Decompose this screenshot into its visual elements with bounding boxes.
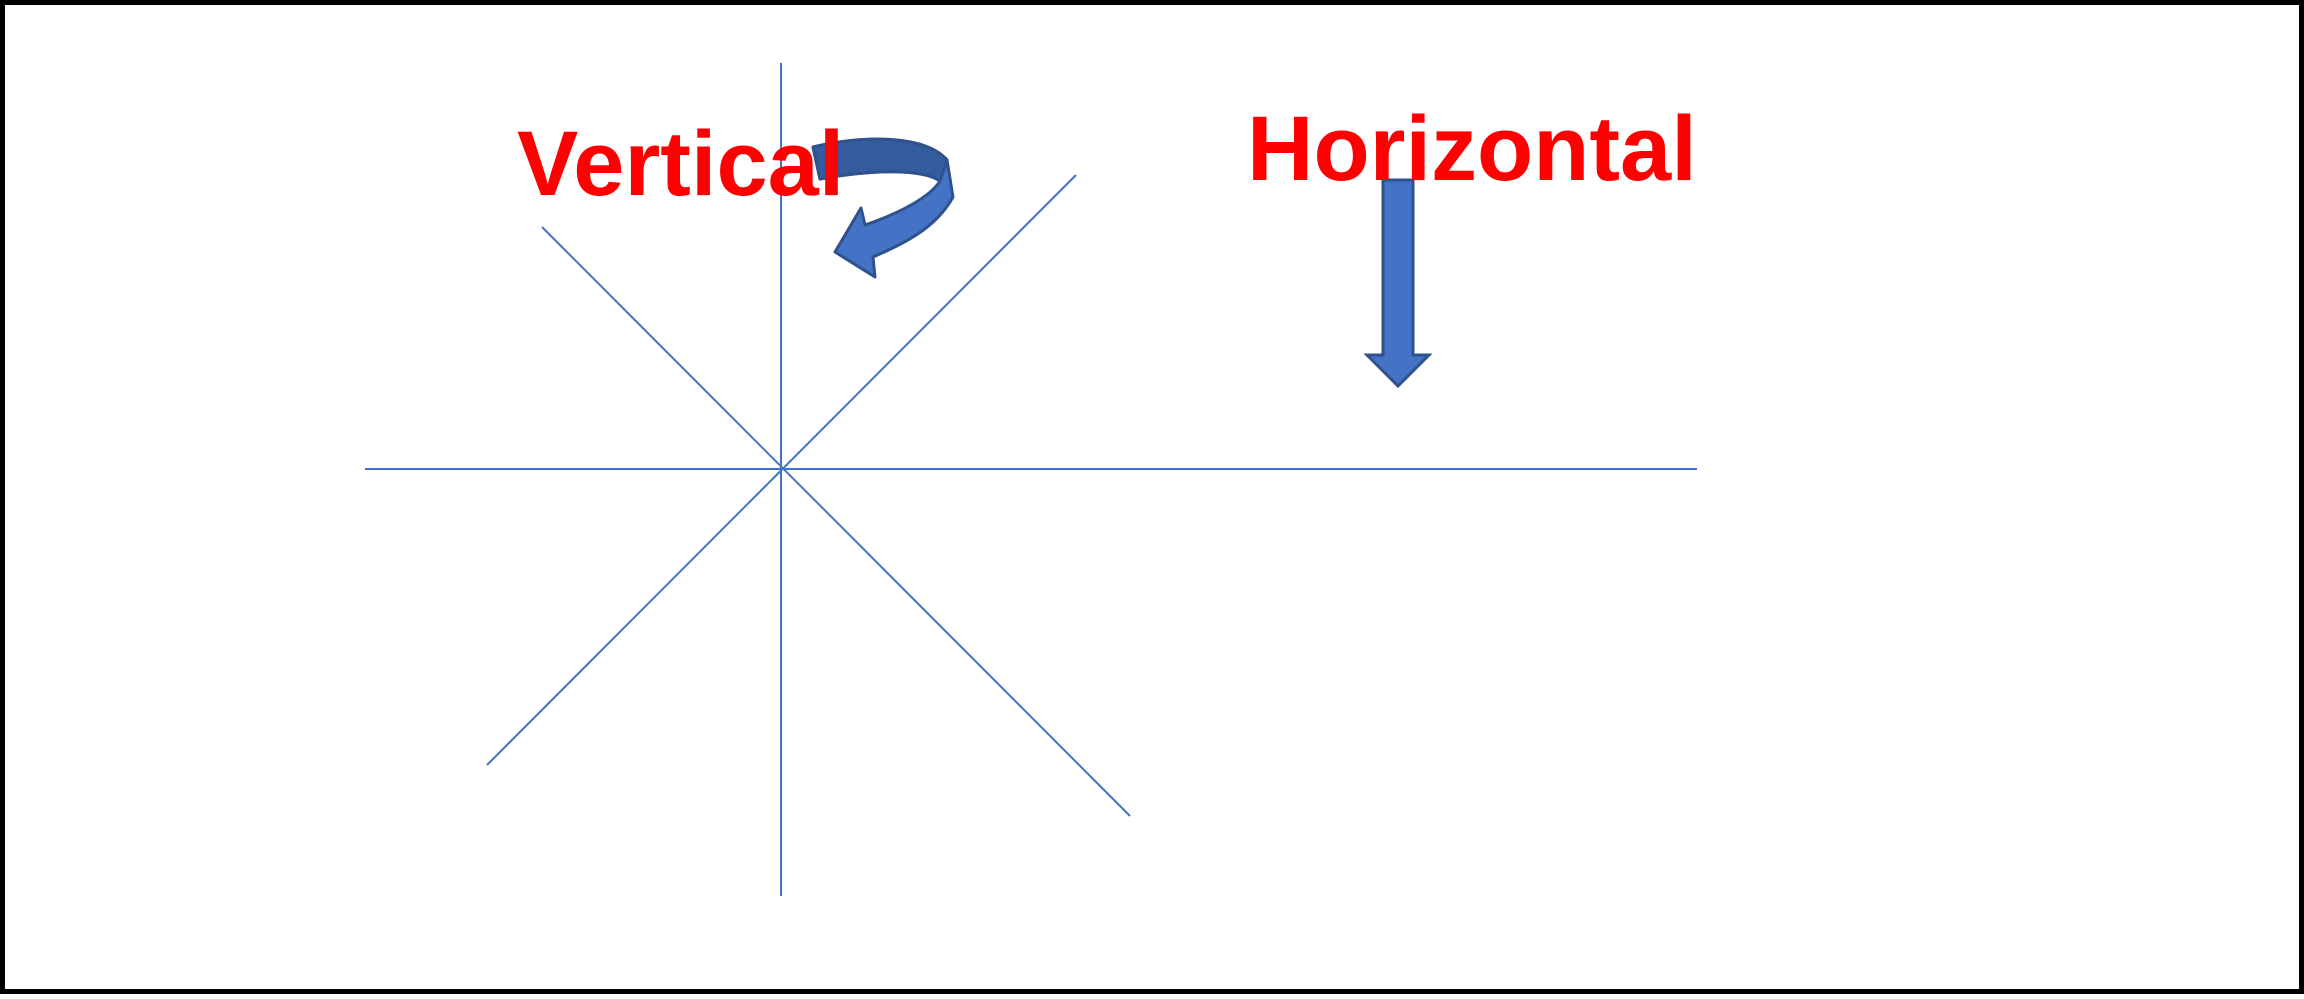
axes-diagram xyxy=(365,63,1697,896)
curved-arrow-icon xyxy=(811,137,955,279)
vertical-label: Vertical xyxy=(517,113,845,215)
diagonal-line-rising xyxy=(486,174,1077,766)
horizontal-label: Horizontal xyxy=(1247,98,1697,200)
down-arrow-icon xyxy=(1363,178,1433,389)
diagonal-line-falling xyxy=(541,226,1131,817)
